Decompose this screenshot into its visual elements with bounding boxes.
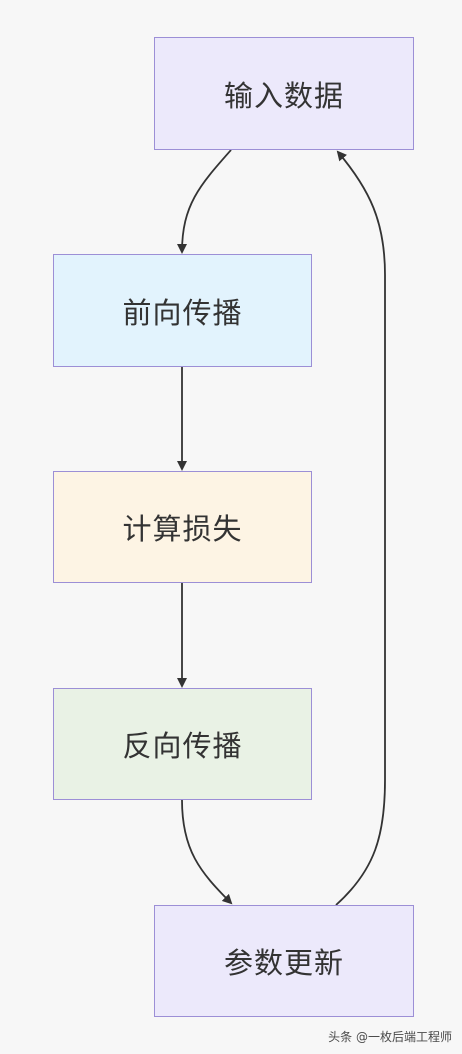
- edge-input-to-forward: [177, 149, 232, 254]
- node-parameter-update: 参数更新: [154, 905, 414, 1017]
- node-forward-propagation: 前向传播: [53, 254, 312, 367]
- node-input-data: 输入数据: [154, 37, 414, 150]
- node-backward-propagation: 反向传播: [53, 688, 312, 800]
- node-label: 前向传播: [122, 295, 243, 330]
- node-label: 反向传播: [122, 729, 243, 763]
- edge-backward-to-update: [181, 799, 233, 905]
- watermark-text: 头条 @一枚后端工程师: [328, 1030, 452, 1044]
- edge-update-to-input: [335, 150, 386, 906]
- node-label: 计算损失: [122, 512, 243, 546]
- node-compute-loss: 计算损失: [53, 471, 312, 583]
- node-label: 参数更新: [223, 946, 344, 980]
- node-label: 输入数据: [223, 78, 344, 113]
